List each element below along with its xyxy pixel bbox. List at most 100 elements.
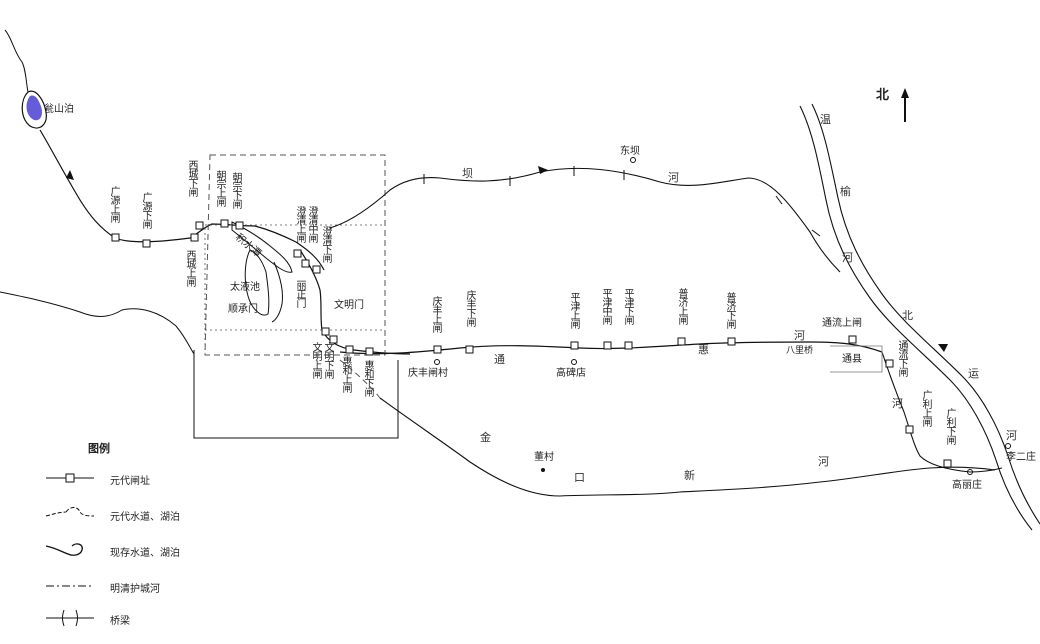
lock-label-chengqing-mid: 澄清中闸: [306, 206, 317, 242]
place-lizhuang: 李二庄: [1006, 452, 1036, 463]
legend-title: 图例: [88, 442, 110, 455]
legend-bridge-label: 桥梁: [110, 616, 130, 627]
ba-river: [329, 167, 841, 273]
lock-pingjin-down: [624, 341, 633, 350]
lock-label-guangyuan-up: 广源上闸: [108, 186, 119, 222]
lock-chaozong-down: [235, 221, 244, 230]
flow-arrow-west: [66, 170, 74, 180]
jishuitan-lake: [231, 221, 293, 273]
legend-moat-label: 明清护城河: [110, 584, 160, 595]
lock-pingjin-up: [570, 341, 579, 350]
lock-label-chaozong-down: 朝宗下闸: [230, 172, 241, 208]
lock-label-wenming-up: 文明上闸: [310, 342, 321, 378]
river-tonghui-1: 通: [494, 353, 505, 366]
wenyu-river-a: [799, 105, 1033, 531]
ming-moat: [193, 350, 399, 439]
lizhuang-marker: [1005, 443, 1011, 449]
lock-label-xicheng-up: 西城上闸: [184, 250, 195, 286]
lock-guangyuan-up: [111, 233, 120, 242]
flow-arrow-north-canal: [938, 344, 948, 352]
place-lizhengmen: 丽正门: [294, 280, 305, 307]
river-beiyun-4: 北: [902, 309, 913, 322]
river-beiyun-1: 温: [820, 113, 831, 126]
lock-label-qingfeng-up: 庆丰上闸: [430, 296, 441, 332]
lock-wenming-up: [321, 327, 330, 336]
qingfengzhacun-marker: [434, 359, 440, 365]
bridge-marks: [423, 166, 821, 237]
north-arrow-head: [901, 88, 909, 98]
lock-label-chengqing-down: 澄清下闸: [320, 226, 331, 262]
river-jinkou-3: 新: [684, 469, 695, 482]
legend-moat-symbol: [46, 585, 94, 587]
lock-label-chaozong-up: 朝宗上闸: [214, 170, 225, 206]
wengshan-lake: [21, 90, 47, 129]
lock-label-chengqing-up: 澄清上闸: [294, 206, 305, 242]
north-label: 北: [876, 88, 890, 103]
lock-chengqing-down: [312, 265, 321, 274]
place-gaobeidian: 高碑店: [556, 368, 586, 379]
river-beiyun-3: 河: [842, 251, 853, 264]
tongliu-branch: [881, 351, 1003, 473]
lock-chengqing-up: [293, 249, 302, 258]
lock-label-tongliu-down: 通流下闸: [896, 340, 907, 376]
lock-chengqing-mid: [301, 259, 310, 268]
lock-xicheng-up: [195, 221, 204, 230]
lock-tongliu-up: [848, 335, 857, 344]
place-dongba: 东坝: [620, 146, 640, 157]
legend-item-modern-water: 现存水道、湖泊: [40, 538, 290, 562]
river-ba-2: 河: [668, 171, 679, 184]
river-ba-1: 坝: [462, 167, 473, 180]
legend-yuan-water-label: 元代水道、湖泊: [110, 512, 180, 523]
place-wengshanpo: 瓮山泊: [44, 104, 74, 115]
legend-bridge-symbol: [46, 609, 94, 627]
place-shunchengmen: 顺承门: [228, 304, 258, 315]
jinkou-dashed: [339, 359, 381, 399]
lock-pingjin-mid: [603, 341, 612, 350]
lock-label-xicheng-down: 西城下闸: [186, 160, 197, 196]
west-river: [0, 291, 195, 355]
city-wall-outer: [204, 154, 386, 356]
legend-modern-water-symbol: [45, 543, 83, 556]
flow-arrow-ba: [538, 166, 548, 174]
lock-guangli-down: [943, 459, 952, 468]
river-tonghui-3: 河: [794, 329, 805, 342]
wengshan-lake-water: [26, 95, 42, 121]
legend-yuan-lock-label: 元代闸址: [110, 476, 150, 487]
lock-label-pingjin-mid: 平津中闸: [600, 288, 611, 324]
place-taiyechi: 太液池: [230, 282, 260, 293]
taiye-pond: [244, 249, 270, 316]
legend: 图例 元代闸址 元代水道、湖泊 现存水道、湖泊 明清护城河 桥梁: [40, 440, 290, 640]
lock-label-huihe-down: 惠和下闸: [362, 360, 373, 396]
legend-item-yuan-water: 元代水道、湖泊: [40, 502, 290, 526]
place-tongxian: 通县: [842, 354, 862, 365]
dongba-marker: [630, 157, 636, 163]
river-beiyun-2: 榆: [840, 185, 851, 198]
river-beiyun-6: 河: [1006, 429, 1017, 442]
lock-label-tongliu-up: 通流上闸: [822, 318, 862, 329]
north-stream: [4, 29, 29, 93]
lock-puji-up: [677, 337, 686, 346]
wenyu-river-b: [811, 103, 1040, 525]
dongcun-marker: [541, 468, 545, 472]
legend-modern-water-label: 现存水道、湖泊: [110, 548, 180, 559]
gaolizhuang-marker: [967, 469, 973, 475]
river-jinkou-2: 口: [574, 471, 585, 484]
place-qingfengzhacun: 庆丰闸村: [408, 368, 448, 379]
lock-label-wenming-down: 文明下闸: [322, 342, 333, 378]
taiye-pond-2: [271, 261, 283, 323]
yuan-canal-west: [39, 129, 325, 271]
lock-wenming-down: [329, 335, 338, 344]
jinkou-river: [379, 397, 996, 497]
city-wall-inner: [204, 224, 385, 355]
legend-item-bridge: 桥梁: [40, 606, 290, 630]
lock-tongliu-down: [885, 359, 894, 368]
lock-label-pingjin-up: 平津上闸: [568, 292, 579, 328]
lock-label-guangli-down: 广利下闸: [944, 408, 955, 444]
lock-guangli-up: [905, 425, 914, 434]
lock-huihe-up: [345, 345, 354, 354]
lock-guangyuan-down: [142, 239, 151, 248]
place-gaolizhuang: 高丽庄: [952, 480, 982, 491]
lock-chaozong-up: [220, 219, 229, 228]
legend-item-yuan-lock: 元代闸址: [40, 466, 290, 490]
